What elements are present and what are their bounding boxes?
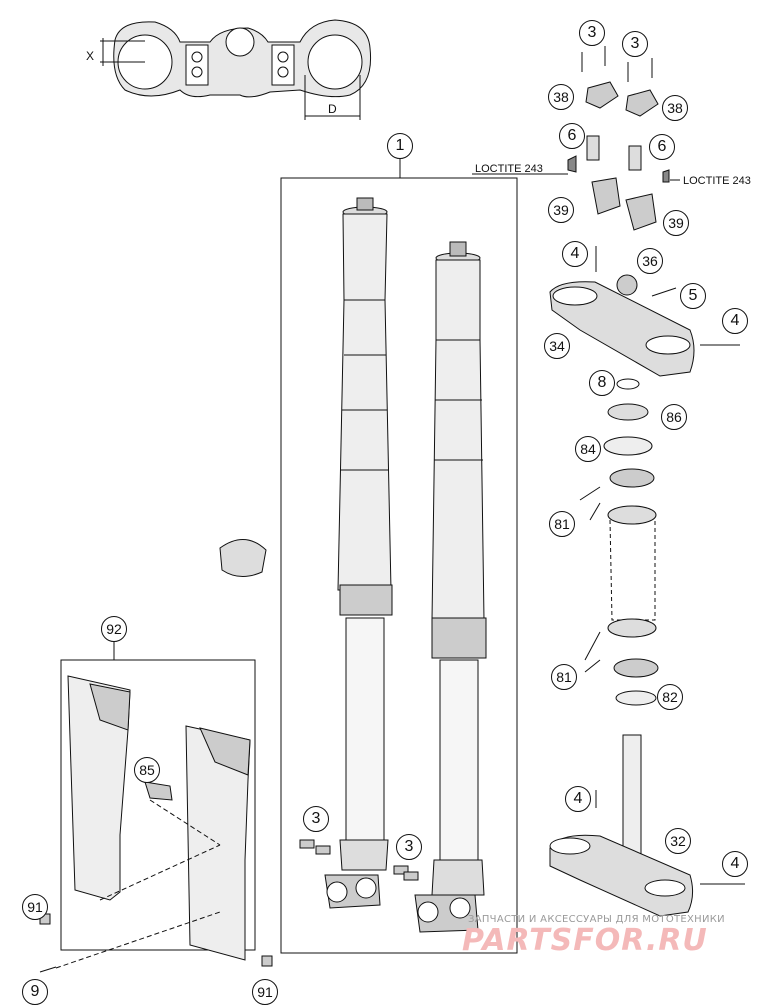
guard-bracket bbox=[144, 781, 173, 801]
callout-36[interactable]: 36 bbox=[637, 248, 663, 274]
callout-4[interactable]: 4 bbox=[565, 786, 591, 812]
callout-38[interactable]: 38 bbox=[662, 95, 688, 121]
callout-1[interactable]: 1 bbox=[387, 133, 413, 159]
upper-hardware-column bbox=[472, 46, 745, 917]
callout-85[interactable]: 85 bbox=[134, 757, 160, 783]
callout-3[interactable]: 3 bbox=[396, 834, 422, 860]
callout-82[interactable]: 82 bbox=[657, 684, 683, 710]
callout-81[interactable]: 81 bbox=[549, 511, 575, 537]
dust-ring bbox=[219, 539, 267, 577]
callout-3[interactable]: 3 bbox=[303, 806, 329, 832]
watermark-brand: PARTSFOR.RU bbox=[462, 923, 708, 958]
callout-86[interactable]: 86 bbox=[661, 404, 687, 430]
callout-91[interactable]: 91 bbox=[252, 979, 278, 1005]
callout-8[interactable]: 8 bbox=[589, 370, 615, 396]
callout-4[interactable]: 4 bbox=[722, 851, 748, 877]
loctite-label-right: LOCTITE 243 bbox=[683, 175, 751, 187]
callout-91[interactable]: 91 bbox=[22, 894, 48, 920]
callout-39[interactable]: 39 bbox=[548, 197, 574, 223]
callout-84[interactable]: 84 bbox=[575, 436, 601, 462]
fork-guard-frame bbox=[60, 659, 256, 951]
callout-3[interactable]: 3 bbox=[579, 20, 605, 46]
callout-3[interactable]: 3 bbox=[622, 31, 648, 57]
callout-39[interactable]: 39 bbox=[663, 210, 689, 236]
fork-leg-right bbox=[414, 241, 487, 933]
callout-4[interactable]: 4 bbox=[562, 241, 588, 267]
callout-9[interactable]: 9 bbox=[22, 979, 48, 1005]
callout-4[interactable]: 4 bbox=[722, 308, 748, 334]
loctite-label-left: LOCTITE 243 bbox=[475, 163, 543, 175]
bolt-icon bbox=[299, 839, 315, 849]
callout-34[interactable]: 34 bbox=[544, 333, 570, 359]
callout-38[interactable]: 38 bbox=[548, 84, 574, 110]
dimension-x-label: X bbox=[86, 49, 95, 63]
triple-clamp-dimension-sketch bbox=[100, 19, 372, 120]
fork-leg-left bbox=[324, 197, 393, 909]
fork-guard-left bbox=[67, 675, 131, 901]
callout-5[interactable]: 5 bbox=[680, 283, 706, 309]
fork-guard-right bbox=[185, 725, 251, 961]
callout-32[interactable]: 32 bbox=[665, 828, 691, 854]
callout-81[interactable]: 81 bbox=[551, 664, 577, 690]
watermark-subtitle: ЗАПЧАСТИ И АКСЕССУАРЫ ДЛЯ МОТОТЕХНИКИ bbox=[468, 914, 725, 925]
fork-assembly-frame bbox=[280, 177, 518, 954]
callout-6[interactable]: 6 bbox=[559, 123, 585, 149]
callout-92[interactable]: 92 bbox=[101, 616, 127, 642]
callout-6[interactable]: 6 bbox=[649, 134, 675, 160]
dimension-d-label: D bbox=[328, 102, 337, 116]
